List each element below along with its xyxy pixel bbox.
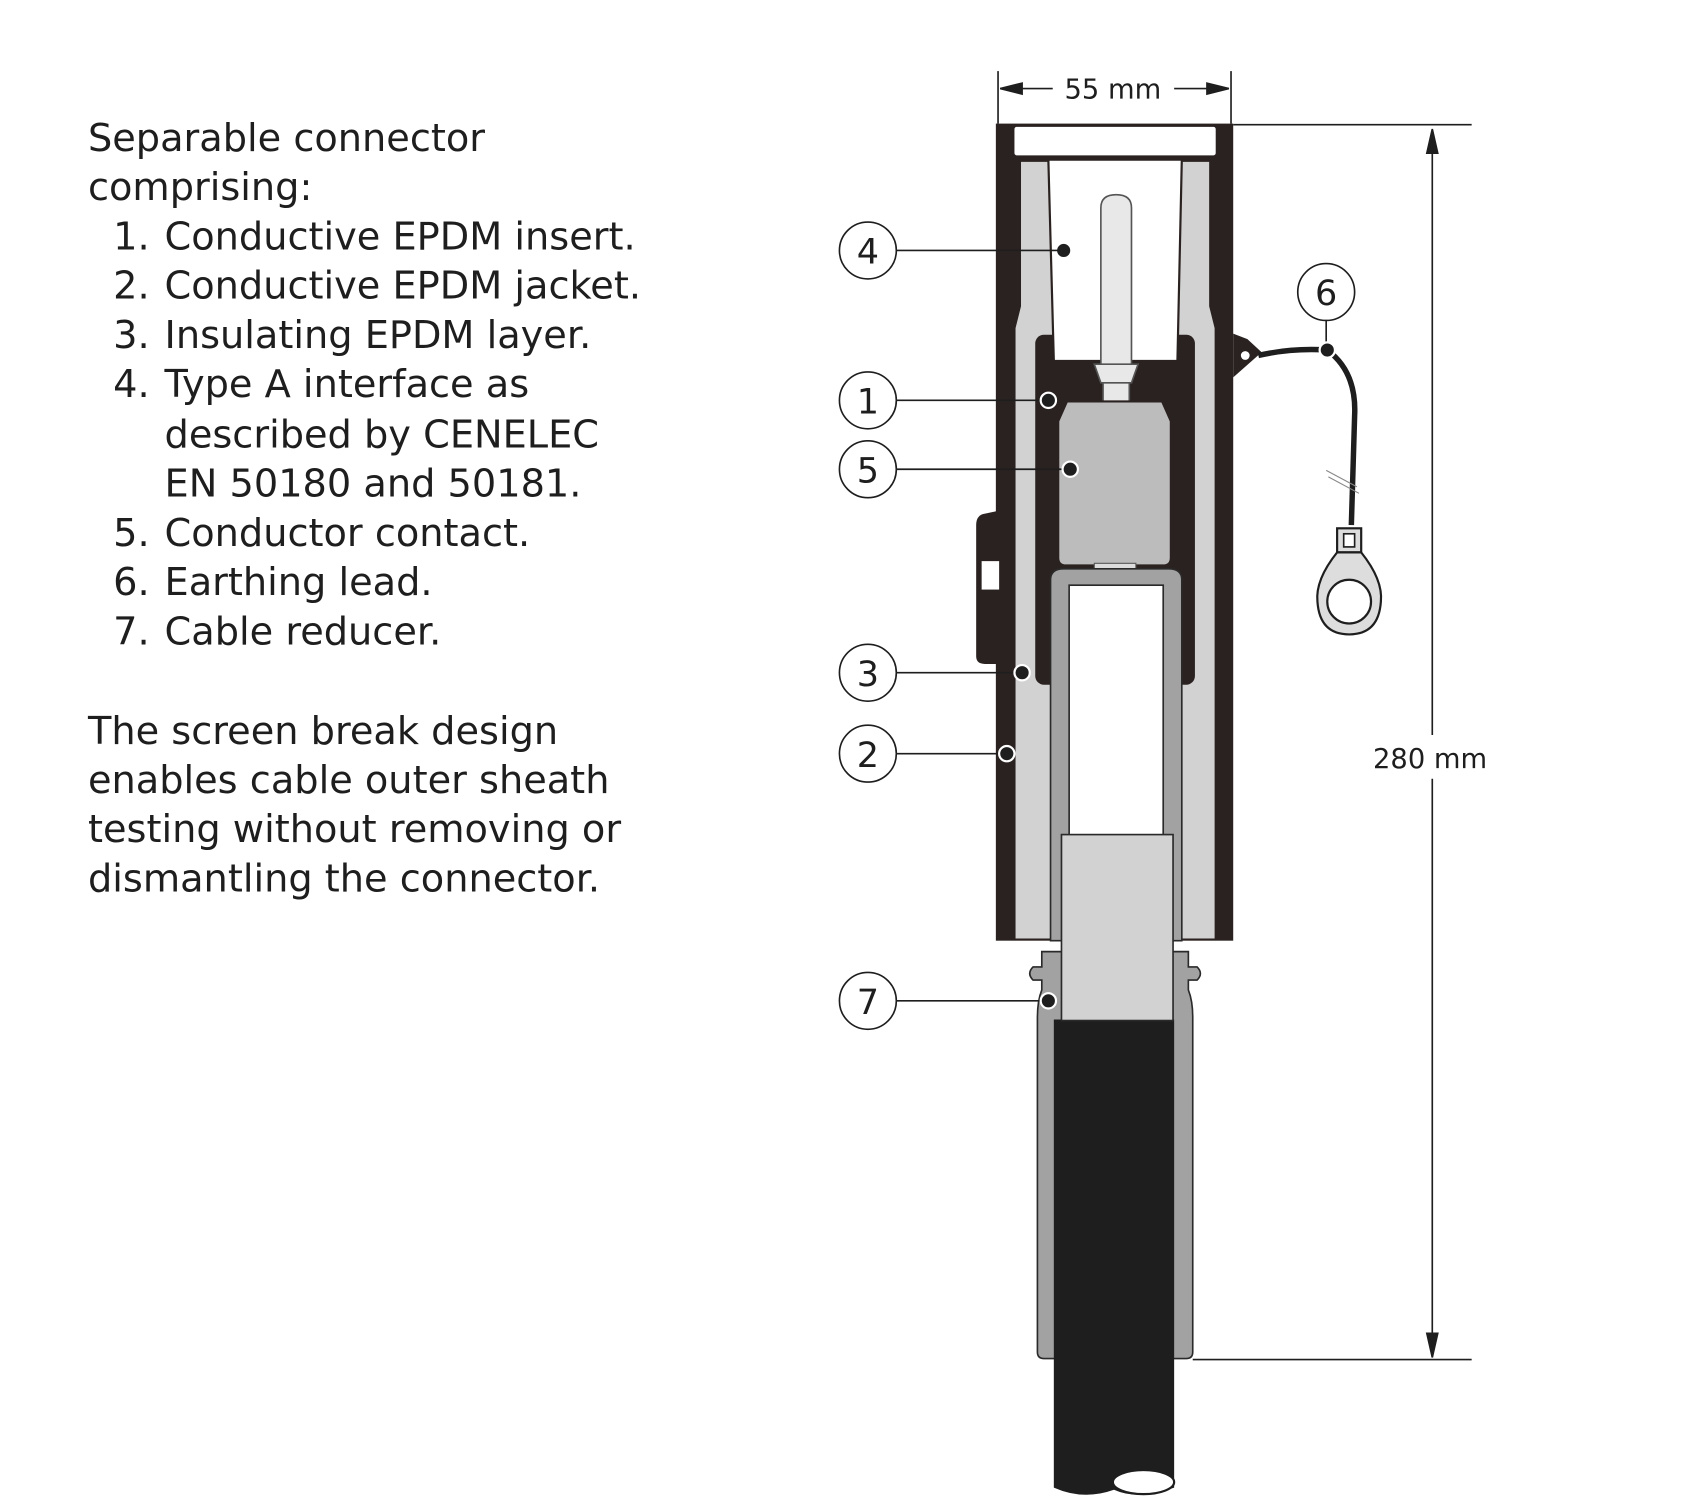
note-line: testing without removing or bbox=[88, 807, 621, 852]
callout-6 bbox=[1296, 262, 1356, 359]
callout-3 bbox=[838, 643, 1031, 702]
note-line: The screen break design bbox=[87, 709, 558, 754]
note-line: dismantling the connector. bbox=[88, 856, 600, 901]
note-line: enables cable outer sheath bbox=[88, 758, 609, 803]
item-text: Earthing lead. bbox=[165, 560, 433, 605]
item-number: 1. bbox=[113, 214, 150, 259]
callout-number: 1 bbox=[857, 382, 879, 422]
dimension-height bbox=[1192, 123, 1472, 1361]
item-text: described by CENELEC bbox=[165, 412, 599, 457]
item-text: Type A interface as bbox=[164, 362, 530, 407]
item-text: Insulating EPDM layer. bbox=[165, 313, 592, 358]
item-text: Conductor contact. bbox=[165, 511, 531, 556]
item-text: Conductive EPDM jacket. bbox=[165, 264, 641, 309]
connector-body bbox=[976, 123, 1234, 1022]
callout-4 bbox=[838, 221, 1071, 280]
callout-number: 6 bbox=[1315, 274, 1337, 314]
callout-2 bbox=[838, 724, 1016, 783]
width-dimension-label: 55 mm bbox=[1065, 74, 1162, 105]
cable bbox=[1053, 1019, 1176, 1496]
callout-7 bbox=[838, 971, 1058, 1031]
description-text: Separable connector comprising: 1. Condu… bbox=[87, 116, 641, 902]
dimension-width bbox=[997, 71, 1232, 124]
callout-number: 7 bbox=[857, 983, 879, 1023]
item-text: EN 50180 and 50181. bbox=[165, 462, 582, 507]
item-number: 3. bbox=[113, 313, 150, 358]
item-number: 2. bbox=[113, 264, 150, 309]
callout-number: 5 bbox=[857, 451, 879, 491]
callout-5 bbox=[838, 439, 1079, 499]
callout-number: 4 bbox=[857, 233, 879, 273]
item-number: 7. bbox=[113, 609, 150, 654]
item-number: 4. bbox=[113, 362, 150, 407]
item-text: Conductive EPDM insert. bbox=[165, 214, 636, 259]
callout-number: 3 bbox=[857, 655, 879, 695]
item-text: Cable reducer. bbox=[165, 609, 442, 654]
callout-1 bbox=[838, 371, 1058, 430]
cable-end-ellipse bbox=[1111, 1468, 1176, 1496]
callout-number: 2 bbox=[857, 736, 879, 776]
item-number: 5. bbox=[113, 511, 150, 556]
test-point-icon bbox=[979, 558, 1002, 592]
earthing-lead bbox=[1233, 333, 1383, 636]
intro-line: Separable connector bbox=[88, 116, 485, 161]
intro-line: comprising: bbox=[88, 165, 312, 210]
item-number: 6. bbox=[113, 560, 150, 605]
height-dimension-label: 280 mm bbox=[1373, 744, 1487, 775]
